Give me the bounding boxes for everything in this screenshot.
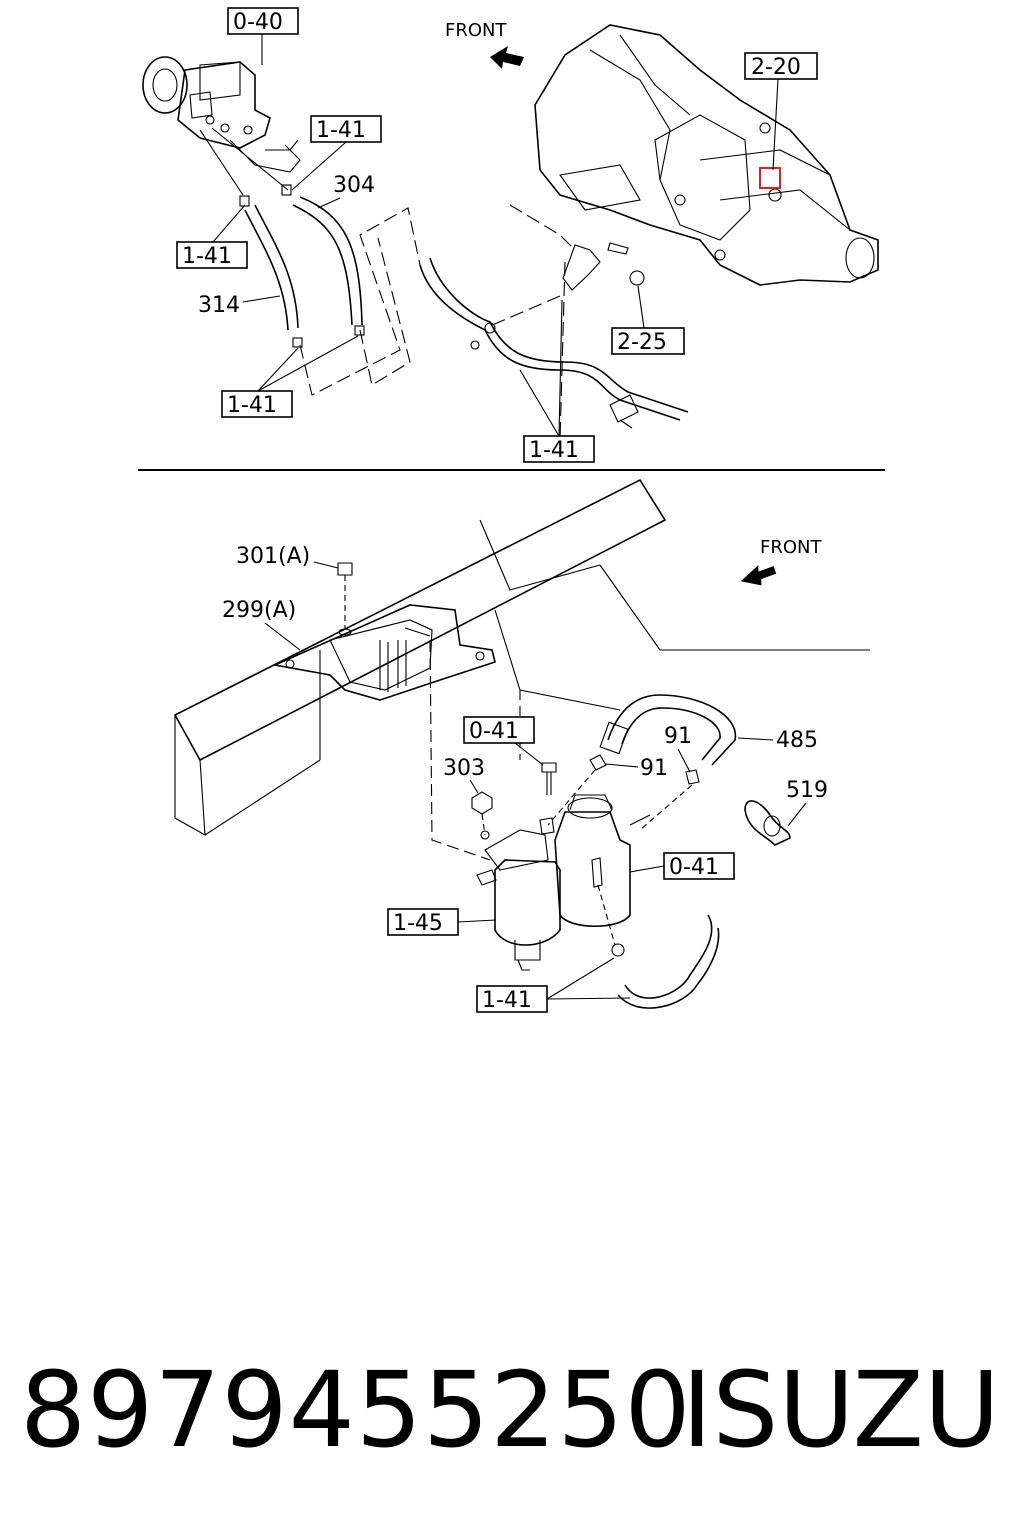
part-number: 8979455250 [20, 1349, 692, 1471]
callout-1-41-b: 1-41 [176, 204, 248, 269]
svg-text:304: 304 [333, 173, 375, 198]
frame-rail [173, 478, 870, 836]
hose-314 [244, 209, 289, 331]
hose-485 [607, 694, 737, 766]
svg-text:1-41: 1-41 [316, 118, 366, 143]
label-91-a: 91 [605, 756, 668, 781]
callout-1-41-a: 1-41 [291, 115, 382, 191]
label-299: 299(A) [222, 598, 301, 651]
fuel-filter [476, 794, 651, 971]
clamp-519-icon [744, 800, 791, 846]
label-303: 303 [443, 756, 485, 794]
svg-text:0-41: 0-41 [669, 855, 719, 880]
callout-1-41-c: 1-41 [221, 335, 359, 418]
svg-text:91: 91 [664, 724, 692, 749]
svg-text:485: 485 [776, 728, 818, 753]
label-91-b: 91 [664, 724, 692, 773]
hose-314-outer [254, 204, 299, 329]
bolt-301-icon [337, 562, 353, 576]
hose-304 [292, 204, 353, 326]
svg-text:1-41: 1-41 [227, 393, 277, 418]
hose-bottom [624, 914, 713, 999]
label-304: 304 [317, 173, 375, 209]
svg-text:299(A): 299(A) [222, 598, 296, 623]
upper-front-label: FRONT [445, 20, 507, 41]
brand-name: ISUZU [681, 1349, 1000, 1471]
clip-91-b-icon [685, 769, 700, 785]
svg-text:0-40: 0-40 [233, 10, 283, 35]
svg-text:2-25: 2-25 [617, 330, 667, 355]
svg-text:301(A): 301(A) [236, 544, 310, 569]
highlight-marker [759, 167, 781, 189]
bolt-041-icon [541, 762, 557, 773]
svg-text:519: 519 [786, 778, 828, 803]
bracket-299 [272, 604, 496, 701]
svg-text:91: 91 [640, 756, 668, 781]
callout-0-41-b: 0-41 [629, 852, 735, 880]
pipe-bracket [562, 244, 601, 291]
svg-text:1-41: 1-41 [482, 988, 532, 1013]
label-485: 485 [737, 728, 818, 753]
svg-text:1-41: 1-41 [529, 438, 579, 463]
svg-text:1-41: 1-41 [182, 244, 232, 269]
engine-unit [142, 56, 301, 196]
clip-91-a-icon [589, 754, 607, 771]
nut-303-icon [471, 791, 493, 815]
svg-text:2-20: 2-20 [751, 55, 801, 80]
svg-text:0-41: 0-41 [469, 719, 519, 744]
upper-front-arrow-icon [490, 46, 524, 69]
svg-text:1-45: 1-45 [393, 911, 443, 936]
callout-0-41-a: 0-41 [463, 716, 544, 766]
callout-1-41-d: 1-41 [519, 299, 595, 463]
transmission [534, 24, 879, 286]
svg-text:314: 314 [198, 293, 240, 318]
callout-1-45: 1-45 [387, 908, 497, 936]
lower-front-arrow-icon [740, 565, 777, 586]
svg-text:303: 303 [443, 756, 485, 781]
callout-2-20: 2-20 [744, 52, 818, 171]
callout-2-25: 2-25 [611, 285, 685, 355]
footer: 8979455250 ISUZU [0, 1345, 1024, 1475]
callout-1-41-lower: 1-41 [476, 957, 631, 1013]
bolt-icon [629, 270, 645, 286]
label-519: 519 [786, 778, 828, 827]
lower-section: FRONT [173, 478, 870, 1013]
upper-section: FRONT [142, 7, 879, 463]
label-301: 301(A) [236, 544, 339, 569]
hose-304-outer [299, 196, 363, 326]
callout-0-40: 0-40 [227, 7, 299, 65]
lower-front-label: FRONT [760, 537, 822, 558]
label-314: 314 [198, 293, 281, 318]
